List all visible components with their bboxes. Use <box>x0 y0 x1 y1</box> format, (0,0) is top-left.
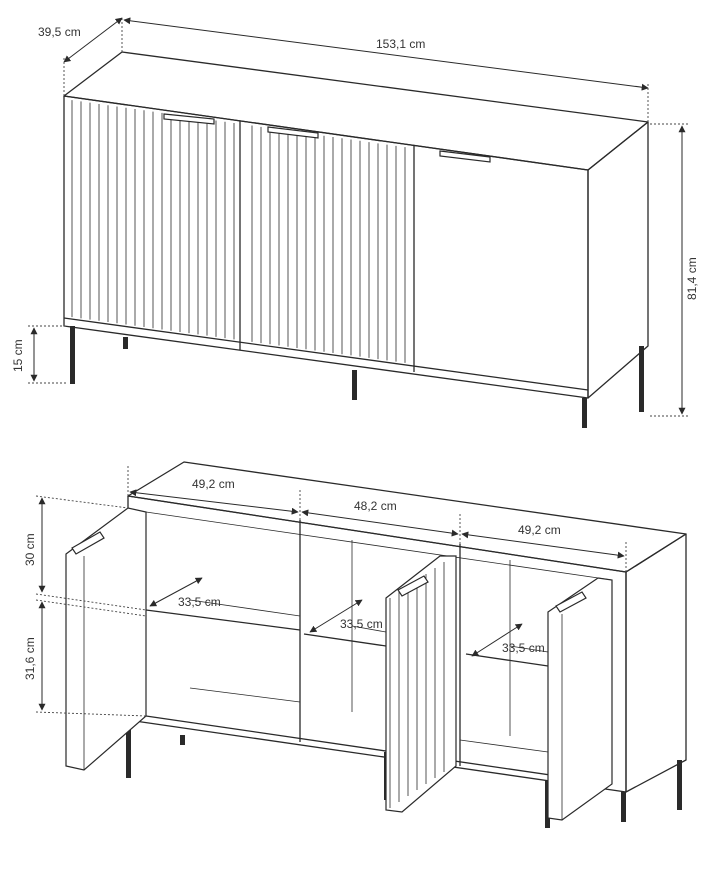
dim-leg: 15 cm <box>11 325 68 384</box>
open-side-face <box>625 533 687 793</box>
shelf-depth-left-label: 33,5 cm <box>178 595 221 609</box>
front-face <box>63 95 589 399</box>
width-right-label: 49,2 cm <box>518 523 561 537</box>
width-left-label: 49,2 cm <box>192 477 235 491</box>
width-label: 153,1 cm <box>376 37 425 51</box>
fluted-slats <box>71 100 406 363</box>
side-face <box>587 121 649 399</box>
handle-right <box>439 150 491 163</box>
dim-depth: 39,5 cm <box>38 16 123 96</box>
open-door-right <box>547 577 613 821</box>
shelf-left <box>145 609 301 631</box>
bottom-board <box>145 715 613 785</box>
shelf-center <box>303 633 387 647</box>
handle-left <box>163 113 215 125</box>
depth-label: 39,5 cm <box>38 25 81 39</box>
leg-label: 15 cm <box>11 339 25 372</box>
shelf-depth-center-label: 33,5 cm <box>340 617 383 631</box>
closed-sideboard <box>63 51 649 428</box>
leg-front-right <box>582 398 587 428</box>
leg-mid <box>352 370 357 400</box>
dim-inner-heights: 30 cm 31,6 cm <box>23 495 147 717</box>
height-label: 81,4 cm <box>685 257 699 300</box>
shelf-right <box>465 653 549 667</box>
open-leg-back-left <box>180 735 185 745</box>
dim-height: 81,4 cm <box>650 123 699 417</box>
dim-shelf-depths: 33,5 cm 33,5 cm 33,5 cm <box>149 577 545 657</box>
open-door-left <box>65 507 147 771</box>
dim-width: 153,1 cm <box>123 17 649 122</box>
leg-back-left <box>123 337 128 349</box>
plinth-line <box>63 317 589 391</box>
open-leg-front-right <box>621 792 626 822</box>
dim-compartments: 49,2 cm 48,2 cm 49,2 cm <box>127 464 627 572</box>
leg-back-right <box>639 346 644 412</box>
top-surface <box>63 51 649 171</box>
open-door-center <box>385 555 457 813</box>
handle-center <box>267 126 319 139</box>
width-center-label: 48,2 cm <box>354 499 397 513</box>
shelf-depth-right-label: 33,5 cm <box>502 641 545 655</box>
lower-height-label: 31,6 cm <box>23 637 37 680</box>
open-leg-front-left <box>126 720 131 778</box>
open-sideboard <box>126 461 687 828</box>
upper-height-label: 30 cm <box>23 533 37 566</box>
leg-front-left <box>70 326 75 384</box>
open-leg-back-right <box>677 760 682 810</box>
